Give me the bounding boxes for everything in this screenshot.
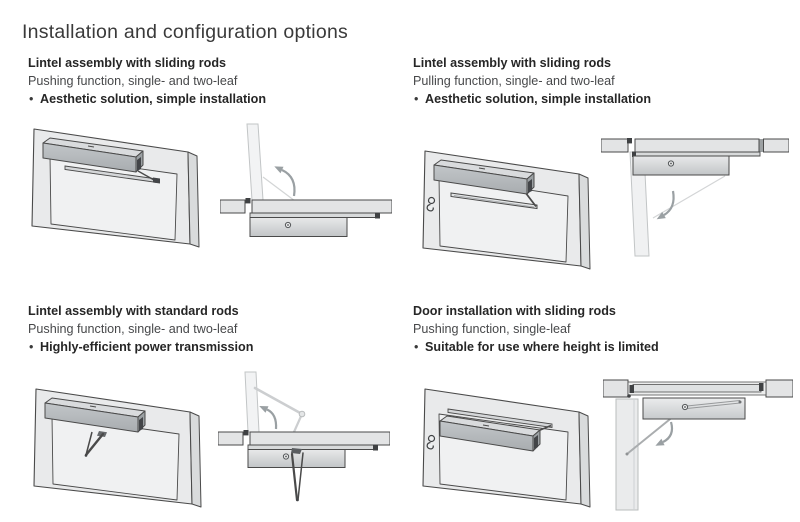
bullet-text: Aesthetic solution, simple installation <box>40 92 267 106</box>
option-heading: Lintel assembly with sliding rods <box>28 56 227 70</box>
wall <box>601 138 789 153</box>
bullet-text: Aesthetic solution, simple installation <box>425 92 652 106</box>
perspective-drawing <box>422 388 591 508</box>
option-bullet: • Suitable for use where height is limit… <box>413 338 785 356</box>
option-bullet: • Highly-efficient power transmission <box>28 338 400 356</box>
page-title: Installation and configuration options <box>22 21 349 43</box>
bullet-dot: • <box>29 340 34 354</box>
slide-rail <box>247 444 378 451</box>
plan-drawing <box>218 371 390 502</box>
swing-arrow-icon <box>656 190 675 220</box>
bullet-dot: • <box>414 340 419 354</box>
slide-rail <box>450 191 538 210</box>
option-bullet: • Aesthetic solution, simple installatio… <box>413 90 785 108</box>
perspective-drawing <box>31 128 200 248</box>
option-heading: Door installation with sliding rods <box>413 304 616 318</box>
option-bullet: • Aesthetic solution, simple installatio… <box>28 90 400 108</box>
option-heading: Lintel assembly with sliding rods <box>413 56 612 70</box>
door-closer-body <box>249 217 348 237</box>
door-handle-icon <box>426 434 436 450</box>
option-description: Pushing function, single-leaf <box>413 322 571 336</box>
plan-drawing <box>601 138 789 257</box>
illustration-lintel-sliding-push-top-view <box>220 112 392 262</box>
illustration-lintel-standard-push-top-view <box>218 368 390 506</box>
option-description: Pulling function, single- and two-leaf <box>413 74 615 88</box>
wall <box>218 430 390 446</box>
option-door-sliding-push: Door installation with sliding rods Push… <box>413 302 785 356</box>
slide-rail <box>64 165 160 184</box>
option-lintel-sliding-push: Lintel assembly with sliding rods Pushin… <box>28 54 400 108</box>
door-closer-body <box>42 137 144 173</box>
hinge <box>627 394 631 398</box>
standard-arm <box>84 431 107 457</box>
swing-arrow-icon <box>655 421 674 446</box>
perspective-drawing <box>33 388 202 508</box>
slide-rail <box>629 383 764 393</box>
door-closer-body <box>44 397 146 433</box>
door-closer-body <box>439 415 541 452</box>
bullet-text: Highly-efficient power transmission <box>40 340 254 354</box>
hinge <box>627 138 632 144</box>
door-closer-body <box>433 159 535 195</box>
bullet-dot: • <box>414 92 419 106</box>
open-door <box>615 394 639 511</box>
plan-drawing <box>603 379 793 511</box>
option-lintel-standard-push: Lintel assembly with standard rods Pushi… <box>28 302 400 356</box>
perspective-drawing <box>422 150 591 270</box>
door-closer-body <box>642 397 746 420</box>
bullet-dot: • <box>29 92 34 106</box>
plan-drawing <box>220 123 392 237</box>
illustration-lintel-sliding-push-perspective <box>20 116 206 252</box>
wall <box>220 198 392 214</box>
illustration-lintel-standard-push-perspective <box>22 376 208 512</box>
option-heading: Lintel assembly with standard rods <box>28 304 239 318</box>
hinge <box>245 198 251 204</box>
hinge <box>243 430 249 436</box>
option-description: Pushing function, single- and two-leaf <box>28 74 238 88</box>
option-lintel-sliding-pull: Lintel assembly with sliding rods Pullin… <box>413 54 785 108</box>
illustration-door-sliding-push-perspective <box>411 376 597 512</box>
swing-arrow-icon <box>259 406 278 430</box>
standard-arm <box>290 448 304 502</box>
bullet-text: Suitable for use where height is limited <box>425 340 659 354</box>
slide-rail <box>249 212 380 219</box>
swing-arrow-icon <box>274 166 296 197</box>
slide-rail <box>632 151 761 157</box>
open-door <box>244 371 306 434</box>
illustration-lintel-sliding-pull-perspective <box>411 138 597 274</box>
illustration-door-sliding-push-top-view <box>603 372 793 512</box>
door-handle-icon <box>426 196 436 212</box>
door-closer-body <box>632 155 730 176</box>
illustration-lintel-sliding-pull-top-view <box>601 136 789 258</box>
option-description: Pushing function, single- and two-leaf <box>28 322 238 336</box>
